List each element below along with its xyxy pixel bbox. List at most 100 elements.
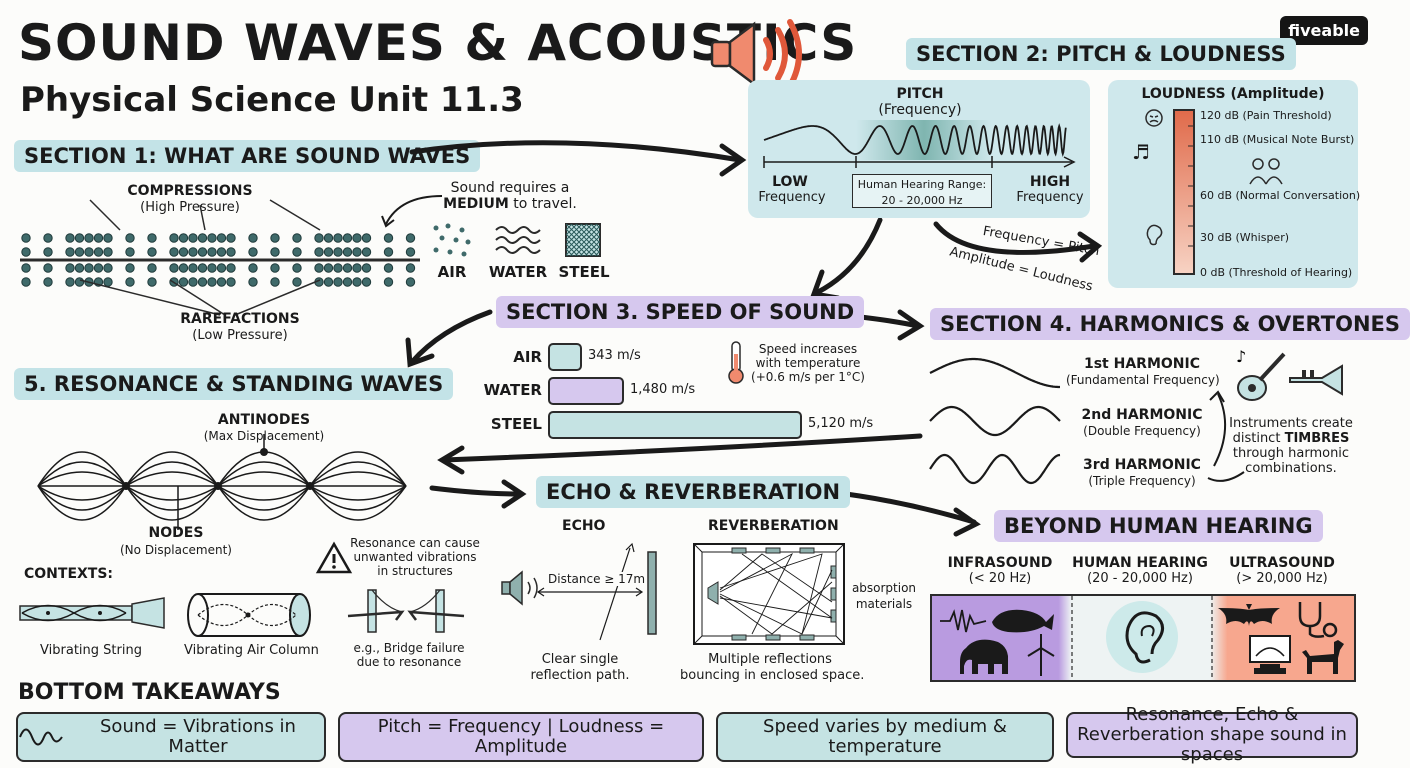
harmonic-cycle-arrow (1207, 390, 1245, 482)
pitch-sub: (Frequency) (878, 102, 962, 118)
bat-icon (1218, 604, 1280, 626)
echo-caption-1: Clear single (541, 652, 619, 667)
music-notes-icon: ♬ (1132, 140, 1150, 164)
bridge-line1: e.g., Bridge failure (353, 641, 465, 655)
ear-icon (1125, 611, 1164, 664)
takeaways-heading: BOTTOM TAKEAWAYS (18, 680, 281, 705)
absorption-2: materials (855, 597, 913, 611)
db-level-110: 110 dB (Musical Note Burst) (1200, 133, 1355, 146)
rarefactions-note: (Low Pressure) (192, 328, 288, 343)
water-waves-icon (495, 226, 541, 254)
medium-bold: MEDIUM (443, 196, 509, 212)
thermometer-icon (728, 341, 744, 384)
contexts-label: CONTEXTS: (24, 566, 114, 582)
guitar-icon: ♪ (1236, 347, 1286, 401)
reverb-label: REVERBERATION (708, 518, 839, 534)
svg-text:♪: ♪ (1236, 347, 1246, 366)
harmonic2-name: 2nd HARMONIC (1081, 407, 1203, 423)
high-label: HIGH (1029, 174, 1071, 190)
longitudinal-wave-diagram (20, 199, 420, 316)
pained-face-icon (1145, 109, 1163, 127)
timbre-note: Instruments create distinct TIMBRES thro… (1226, 416, 1356, 476)
section5-heading: 5. RESONANCE & STANDING WAVES (14, 368, 454, 400)
speed-water-label: WATER (483, 381, 542, 399)
infrasound-range: (< 20 Hz) (968, 571, 1032, 586)
elephant-icon (960, 639, 1008, 674)
ultrasound-monitor-icon (1249, 635, 1291, 674)
timbre-line3: through harmonic (1232, 446, 1350, 461)
harmonic3-name: 3rd HARMONIC (1083, 457, 1201, 473)
air-column-icon (187, 593, 311, 637)
temp-note-1: Speed increases (758, 342, 858, 356)
high-sub: Frequency (1016, 190, 1084, 205)
speed-steel-label: STEEL (490, 415, 542, 433)
low-label: LOW (772, 174, 808, 190)
people-icon (1249, 158, 1283, 185)
harmonic1-name: 1st HARMONIC (1083, 356, 1200, 372)
infrasound-label: INFRASOUND (947, 555, 1053, 571)
takeaway-3: Speed varies by medium & temperature (716, 712, 1054, 762)
medium-line2: to travel. (513, 196, 577, 212)
bridge-icon (347, 589, 465, 633)
reverb-caption: Multiple reflections bouncing in enclose… (680, 652, 864, 684)
reverb-room-diagram (693, 543, 845, 645)
section4-heading: SECTION 4. HARMONICS & OVERTONES (930, 308, 1410, 340)
antinodes-label: ANTINODES (217, 412, 311, 428)
echo-label: ECHO (562, 518, 606, 534)
echo-heading: ECHO & REVERBERATION (536, 476, 851, 508)
warning-line3: in structures (377, 564, 453, 578)
trumpet-icon (1289, 364, 1343, 396)
frequency-wave (763, 120, 1076, 168)
echo-caption-2: reflection path. (530, 668, 630, 683)
medium-line1: Sound requires a (450, 180, 570, 196)
loudness-panel (1108, 80, 1358, 288)
pitch-loudness-arrow (933, 221, 1103, 263)
timbre-line4: combinations. (1245, 461, 1337, 476)
whale-icon (992, 609, 1054, 633)
rarefactions-label: RAREFACTIONS (180, 311, 300, 327)
speed-steel-value: 5,120 m/s (808, 416, 874, 431)
resonance-warning: Resonance can cause unwanted vibrations … (342, 536, 488, 578)
nodes-note: (No Displacement) (120, 543, 232, 557)
timbre-line1: Instruments create (1229, 416, 1353, 431)
beyond-heading: BEYOND HUMAN HEARING (994, 510, 1323, 542)
warning-icon (315, 541, 353, 574)
db-level-0: 0 dB (Threshold of Hearing) (1200, 266, 1353, 279)
decibel-scale (1173, 109, 1195, 275)
ear-small-icon (1146, 224, 1163, 246)
page-subtitle: Physical Science Unit 11.3 (20, 80, 524, 120)
human-hearing-label: HUMAN HEARING (1072, 555, 1208, 571)
pitch-title: PITCH (896, 86, 944, 102)
section3-heading: SECTION 3. SPEED OF SOUND (496, 296, 865, 328)
takeaway-2: Pitch = Frequency | Loudness = Amplitude (338, 712, 704, 762)
medium-note: Sound requires a MEDIUM to travel. (440, 180, 580, 212)
db-level-120: 120 dB (Pain Threshold) (1200, 109, 1332, 122)
echo-diagram (501, 542, 657, 641)
medium-arrow (381, 195, 443, 228)
temp-note-2: with temperature (755, 356, 861, 370)
fiveable-logo[interactable]: fiveable (1280, 16, 1368, 45)
temp-note-3: (+0.6 m/s per 1°C) (751, 370, 865, 384)
absorption-1: absorption (851, 581, 917, 595)
vibrating-string-icon (19, 597, 165, 629)
absorption-label: absorption materials (846, 580, 922, 612)
bridge-note: e.g., Bridge failure due to resonance (344, 641, 474, 669)
speed-bar-water (548, 377, 624, 405)
speed-air-value: 343 m/s (588, 348, 641, 363)
ultrasound-range: (> 20,000 Hz) (1236, 571, 1328, 586)
compressions-label: COMPRESSIONS (127, 183, 253, 199)
echo-caption: Clear single reflection path. (520, 652, 640, 684)
speed-water-value: 1,480 m/s (630, 382, 696, 397)
echo-distance: Distance ≥ 17m (548, 572, 646, 586)
reverb-caption-1: Multiple reflections (708, 652, 832, 667)
harmonic2-note: (Double Frequency) (1083, 424, 1201, 438)
takeaway-1-text: Sound = Vibrations in Matter (100, 716, 296, 757)
wave-icon (19, 728, 63, 746)
flow-arrows (405, 140, 981, 537)
warning-line2: unwanted vibrations (353, 550, 477, 564)
db-level-30: 30 dB (Whisper) (1200, 231, 1290, 244)
medium-air: AIR (437, 263, 467, 281)
nodes-label: NODES (148, 525, 204, 541)
section1-heading: SECTION 1: WHAT ARE SOUND WAVES (14, 140, 481, 172)
harmonic1-note: (Fundamental Frequency) (1066, 373, 1220, 387)
